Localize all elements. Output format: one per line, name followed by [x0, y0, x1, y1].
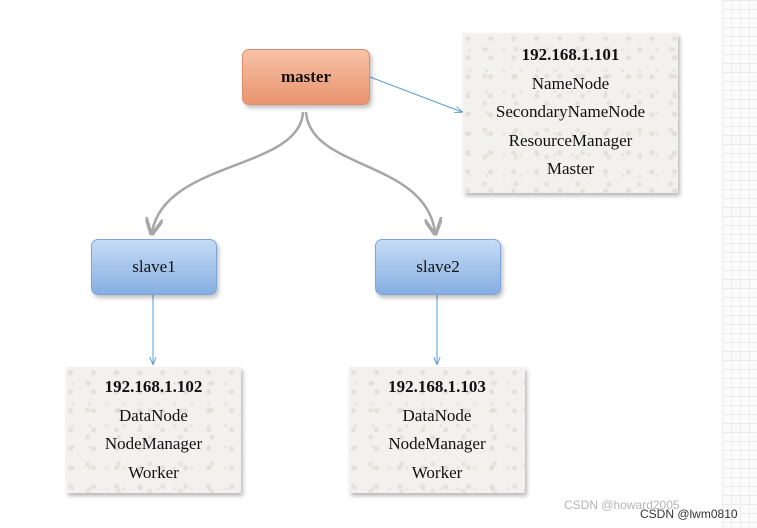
slave2-service: Worker — [411, 462, 463, 482]
slave1-node: slave1 — [91, 239, 217, 295]
master-service: NameNode — [531, 73, 610, 93]
master-ip: 192.168.1.101 — [521, 45, 620, 64]
master-service: Master — [546, 159, 595, 178]
slave1-service: NodeManager — [104, 434, 203, 453]
slave1-info-box: 192.168.1.102 DataNode NodeManager Worke… — [66, 367, 241, 493]
slave1-service: Worker — [128, 462, 179, 482]
grid-background — [722, 0, 757, 528]
slave2-service: NodeManager — [388, 434, 486, 453]
watermark-original: CSDN @howard2005 — [564, 498, 680, 512]
slave2-node: slave2 — [375, 239, 501, 295]
master-service: SecondaryNameNode — [495, 102, 646, 121]
slave2-service: DataNode — [402, 405, 472, 425]
arrow-master-to-info — [369, 76, 462, 112]
slave1-node-label: slave1 — [132, 257, 176, 276]
slave2-ip: 192.168.1.103 — [388, 377, 486, 396]
slave2-node-label: slave2 — [416, 257, 460, 276]
watermark-repost: CSDN @lwm0810 — [640, 507, 738, 521]
slave1-ip: 192.168.1.102 — [104, 377, 203, 396]
arrow-master-to-slave2 — [304, 111, 435, 232]
master-node: master — [242, 49, 370, 105]
slave2-info-box: 192.168.1.103 DataNode NodeManager Worke… — [349, 367, 525, 493]
master-info-box: 192.168.1.101 NameNode SecondaryNameNode… — [463, 33, 678, 193]
arrow-master-to-slave1 — [152, 111, 305, 232]
slave1-service: DataNode — [119, 405, 188, 425]
master-node-label: master — [280, 67, 332, 86]
master-service: ResourceManager — [508, 130, 633, 150]
